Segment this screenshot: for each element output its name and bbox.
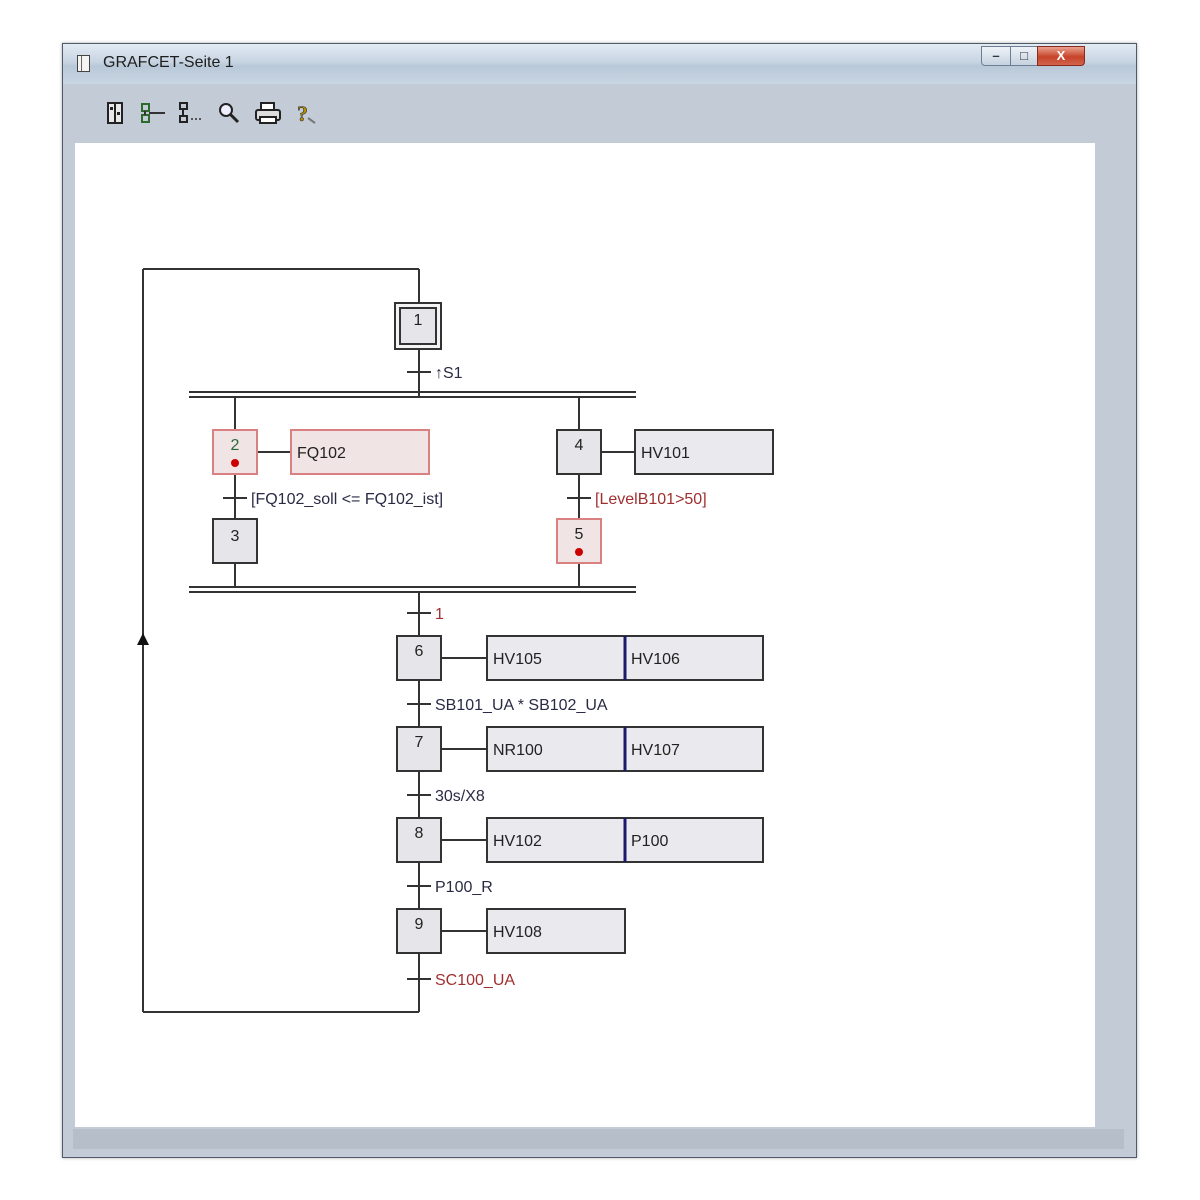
page-icon xyxy=(107,102,123,124)
step-1[interactable]: 1 xyxy=(394,302,442,350)
action-label: FQ102 xyxy=(297,445,346,462)
zoom-icon xyxy=(219,103,240,124)
minimize-icon: – xyxy=(992,48,1000,63)
structure-button[interactable] xyxy=(177,100,205,128)
status-bar xyxy=(73,1129,1124,1149)
step-7-label: 7 xyxy=(415,734,424,751)
svg-text:?: ? xyxy=(297,101,308,126)
step-5-label: 5 xyxy=(575,526,584,543)
action-hv101[interactable]: HV101 xyxy=(634,429,774,475)
action-hv106[interactable]: HV106 xyxy=(623,635,764,681)
action-hv108[interactable]: HV108 xyxy=(486,908,626,954)
transition-7-condition[interactable]: 30s/X8 xyxy=(435,788,485,805)
action-label: HV101 xyxy=(641,445,690,462)
step-9[interactable]: 9 xyxy=(396,908,442,954)
grafcet-canvas[interactable]: 1 2 3 4 5 xyxy=(75,143,1095,1127)
action-nr100[interactable]: NR100 xyxy=(486,726,626,772)
step-6[interactable]: 6 xyxy=(396,635,442,681)
minimize-button[interactable]: – xyxy=(981,46,1011,66)
action-label: NR100 xyxy=(493,742,543,759)
action-hv107[interactable]: HV107 xyxy=(623,726,764,772)
active-token-icon xyxy=(575,548,583,556)
action-hv105[interactable]: HV105 xyxy=(486,635,626,681)
action-hv102[interactable]: HV102 xyxy=(486,817,626,863)
close-icon: X xyxy=(1056,48,1066,63)
help-icon: ? xyxy=(297,101,316,126)
step-8-label: 8 xyxy=(415,825,424,842)
transition-9-condition[interactable]: SC100_UA xyxy=(435,972,515,989)
return-arrow-icon xyxy=(137,633,149,645)
document-icon xyxy=(77,55,90,72)
window-controls: – □ X xyxy=(981,46,1131,68)
action-label: HV107 xyxy=(631,742,680,759)
action-fq102[interactable]: FQ102 xyxy=(290,429,430,475)
step-5[interactable]: 5 xyxy=(556,518,602,564)
maximize-button[interactable]: □ xyxy=(1010,46,1038,66)
transition-6-condition[interactable]: SB101_UA * SB102_UA xyxy=(435,697,608,714)
step-2[interactable]: 2 xyxy=(212,429,258,475)
step-4-label: 4 xyxy=(575,437,584,454)
structure-icon xyxy=(179,102,201,123)
transition-4-condition[interactable]: [LevelB101>50] xyxy=(595,491,707,508)
zoom-button[interactable] xyxy=(215,100,243,128)
step-3[interactable]: 3 xyxy=(212,518,258,564)
action-label: HV108 xyxy=(493,924,542,941)
active-token-icon xyxy=(231,459,239,467)
transition-2-condition[interactable]: [FQ102_soll <= FQ102_ist] xyxy=(251,491,443,508)
page-button[interactable] xyxy=(101,100,129,128)
action-p100[interactable]: P100 xyxy=(623,817,764,863)
toolbar: ? xyxy=(73,86,1124,142)
transition-1-condition[interactable]: ↑S1 xyxy=(435,365,463,382)
transition-8-condition[interactable]: P100_R xyxy=(435,879,493,896)
action-label: HV106 xyxy=(631,651,680,668)
action-label: HV105 xyxy=(493,651,542,668)
step-3-label: 3 xyxy=(231,528,240,545)
transition-sync-condition[interactable]: 1 xyxy=(435,606,444,623)
step-transition-button[interactable] xyxy=(139,100,167,128)
close-button[interactable]: X xyxy=(1037,46,1085,66)
step-8[interactable]: 8 xyxy=(396,817,442,863)
action-label: HV102 xyxy=(493,833,542,850)
help-button[interactable]: ? xyxy=(291,100,319,128)
step-7[interactable]: 7 xyxy=(396,726,442,772)
print-icon xyxy=(255,102,281,124)
step-transition-icon xyxy=(141,103,165,123)
step-4[interactable]: 4 xyxy=(556,429,602,475)
maximize-icon: □ xyxy=(1020,48,1028,63)
step-6-label: 6 xyxy=(415,643,424,660)
action-label: P100 xyxy=(631,833,668,850)
window-title: GRAFCET-Seite 1 xyxy=(103,54,234,71)
print-button[interactable] xyxy=(253,100,281,128)
step-2-label: 2 xyxy=(231,437,240,454)
title-bar[interactable]: GRAFCET-Seite 1 – □ X xyxy=(63,44,1136,84)
grafcet-window: GRAFCET-Seite 1 – □ X ? xyxy=(62,43,1137,1158)
step-9-label: 9 xyxy=(415,916,424,933)
grafcet-diagram: 1 2 3 4 5 xyxy=(137,268,774,1013)
step-1-label: 1 xyxy=(414,312,423,329)
